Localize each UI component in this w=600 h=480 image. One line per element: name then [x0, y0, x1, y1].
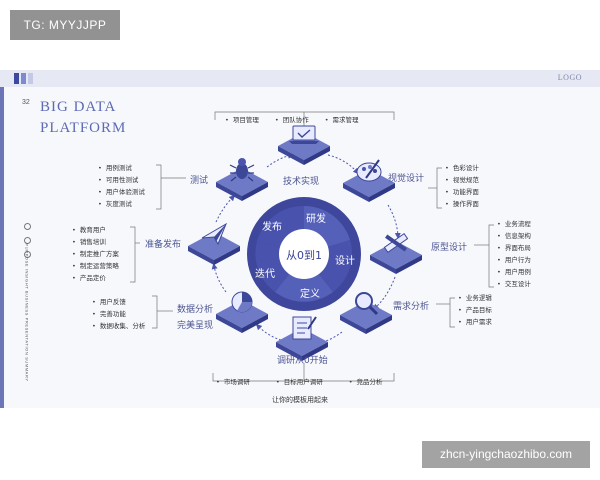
bracket — [130, 226, 136, 283]
top-square — [21, 73, 26, 84]
stage-label-data: 数据分析 — [177, 305, 214, 315]
magnifier-icon — [355, 292, 379, 316]
document-icon — [292, 316, 317, 340]
stage-label-test: 测试 — [190, 176, 209, 186]
slide-footer: 让你的模板用起来 — [272, 396, 328, 404]
stage-label-visual: 视觉设计 — [388, 174, 425, 184]
visual-item: 色彩设计 — [445, 162, 479, 174]
proto-item: 业务流程 — [497, 218, 531, 230]
data-items: 用户反馈 完善功能 数据收集、分析 — [92, 296, 146, 332]
test-items: 用例测试 可用性测试 用户体验测试 灰度测试 — [98, 162, 145, 210]
visual-item: 视觉规范 — [445, 174, 479, 186]
bracket — [436, 167, 442, 209]
cycle-arrow — [211, 263, 227, 293]
release-item: 销售培训 — [72, 236, 119, 248]
cycle-arrow — [372, 276, 396, 311]
bug-icon — [229, 158, 255, 182]
bracket — [449, 297, 455, 328]
pie-chart-icon — [231, 291, 253, 313]
proto-item: 界面布局 — [497, 242, 531, 254]
cycle-arrow — [215, 194, 236, 223]
cycle-arrow — [255, 323, 282, 341]
top-bar: LOGO — [0, 70, 600, 87]
proto-item: 交互设计 — [497, 278, 531, 290]
visual-item: 操作界面 — [445, 198, 479, 210]
research-items: 市场调研 目标用户调研 竞品分析 — [216, 376, 383, 386]
diagram-lines — [130, 111, 494, 382]
bracket — [152, 295, 158, 329]
cycle-arrow — [266, 152, 294, 168]
decorative-dots — [24, 223, 31, 265]
research-item: 目标用户调研 — [276, 376, 323, 386]
paper-plane-icon — [201, 222, 228, 246]
ring-segment-label: 定义 — [300, 289, 320, 300]
ring-segment-label: 研发 — [306, 214, 326, 225]
data-item: 数据收集、分析 — [92, 320, 146, 332]
test-item: 可用性测试 — [98, 174, 145, 186]
needs-item: 业务逻辑 — [458, 292, 492, 304]
stage-label-proto: 原型设计 — [431, 243, 468, 253]
palette-icon — [356, 159, 382, 182]
ring-center-label: 从0到1 — [286, 249, 322, 262]
ring-segment-label: 设计 — [335, 256, 355, 267]
tech-items: 项目管理 团队协作 需求管理 — [225, 114, 359, 124]
needs-item: 用户需求 — [458, 316, 492, 328]
ring-segment-label: 发布 — [262, 222, 282, 233]
laptop-icon — [289, 125, 319, 144]
bracket — [214, 111, 395, 120]
visual-items: 色彩设计 视觉规范 功能界面 操作界面 — [445, 162, 479, 210]
slide-number: 32 — [22, 99, 30, 106]
stage-label-needs: 需求分析 — [393, 302, 430, 312]
stage-label-tech: 技术实现 — [283, 177, 320, 187]
decorative-dot — [24, 223, 31, 230]
left-accent-bar — [0, 87, 4, 408]
research-item: 市场调研 — [216, 376, 250, 386]
release-item: 制定运营策略 — [72, 260, 119, 272]
research-item: 竞品分析 — [349, 376, 383, 386]
proto-item: 信息架构 — [497, 230, 531, 242]
test-item: 灰度测试 — [98, 198, 145, 210]
title-line-1: BIG DATA — [40, 99, 117, 115]
proto-items: 业务流程 信息架构 界面布局 用户行为 用户用例 交互设计 — [497, 218, 531, 290]
slide: LOGO 32 BIG DATA PLATFORM PURPOSE INSIGH… — [0, 70, 600, 408]
decorative-dot — [24, 237, 31, 244]
decorative-dot — [24, 251, 31, 258]
cycle-arrow — [327, 154, 360, 175]
watermark-tag: TG: MYYJJPP — [10, 10, 120, 40]
release-item: 教育用户 — [72, 224, 119, 236]
test-item: 用户体验测试 — [98, 186, 145, 198]
cycle-arrow — [387, 204, 401, 239]
stage-label-research: 调研从0开始 — [277, 356, 328, 366]
top-square — [28, 73, 33, 84]
top-square — [14, 73, 19, 84]
release-item: 产品定价 — [72, 272, 119, 284]
bracket — [488, 224, 494, 288]
title-line-2: PLATFORM — [40, 120, 127, 136]
proto-item: 用户用例 — [497, 266, 531, 278]
needs-items: 业务逻辑 产品目标 用户需求 — [458, 292, 492, 328]
needs-item: 产品目标 — [458, 304, 492, 316]
ring-segment-label: 迭代 — [255, 269, 275, 280]
bracket — [156, 164, 162, 210]
watermark-site: zhcn-yingchaozhibo.com — [422, 441, 590, 468]
tech-item: 需求管理 — [325, 114, 359, 124]
visual-item: 功能界面 — [445, 186, 479, 198]
release-item: 制定推广方案 — [72, 248, 119, 260]
cycle-ring — [247, 197, 361, 311]
release-items: 教育用户 销售培训 制定推广方案 制定运营策略 产品定价 — [72, 224, 119, 284]
tech-item: 项目管理 — [225, 114, 259, 124]
proto-item: 用户行为 — [497, 254, 531, 266]
test-item: 用例测试 — [98, 162, 145, 174]
logo: LOGO — [557, 73, 582, 82]
tiles — [188, 132, 422, 361]
stage-label-data-2: 完美呈现 — [177, 321, 214, 331]
ruler-pencil-icon — [383, 232, 409, 254]
data-item: 用户反馈 — [92, 296, 145, 308]
stage-label-release: 准备发布 — [145, 240, 182, 250]
data-item: 完善功能 — [92, 308, 145, 320]
tech-item: 团队协作 — [275, 114, 309, 124]
